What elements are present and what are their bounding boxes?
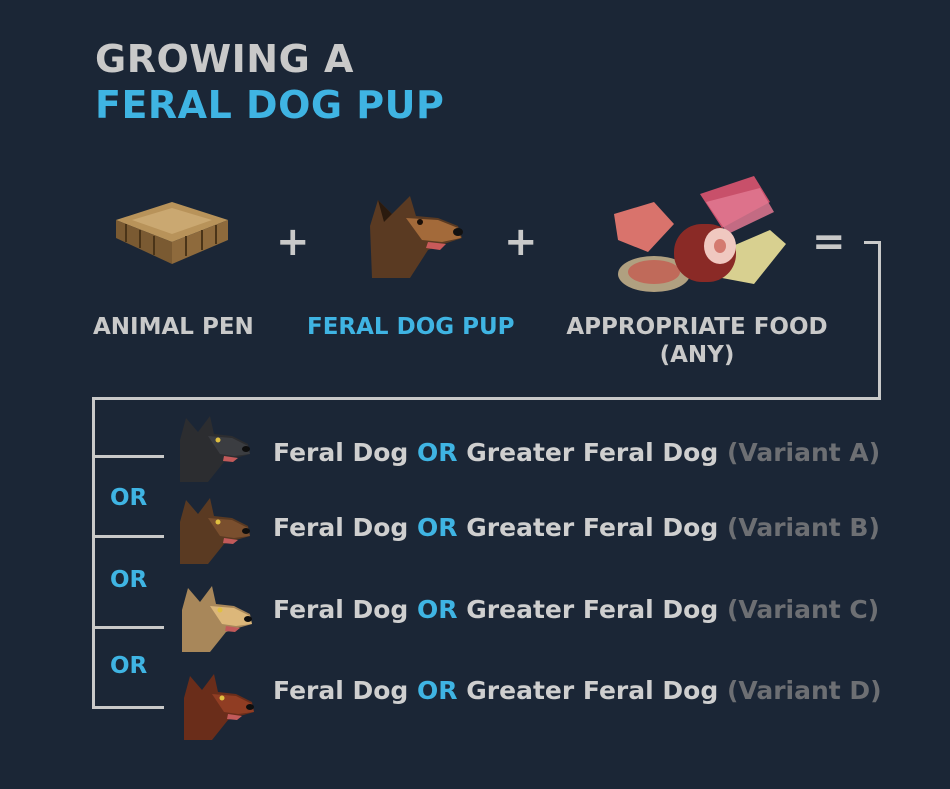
- branch-line: [92, 535, 164, 538]
- branch-line: [92, 626, 164, 629]
- animal-pen-icon: [112, 198, 230, 270]
- dog-variant-d-icon: [182, 674, 256, 740]
- food-label-line-1: APPROPRIATE FOOD: [566, 314, 828, 340]
- result-name: Feral Dog: [273, 513, 409, 542]
- result-variant: (Variant B): [726, 513, 880, 542]
- or-label: OR: [110, 485, 148, 511]
- ingredient-label-feral-dog-pup: FERAL DOG PUP: [307, 314, 515, 340]
- branch-line: [92, 455, 164, 458]
- meat-food-icon: [604, 174, 788, 298]
- result-or: OR: [417, 676, 458, 705]
- result-greater: Greater Feral Dog: [466, 438, 719, 467]
- bracket-line: [878, 241, 881, 399]
- result-name: Feral Dog: [273, 676, 409, 705]
- or-label: OR: [110, 653, 148, 679]
- result-name: Feral Dog: [273, 595, 409, 624]
- dog-variant-a-icon: [178, 416, 252, 482]
- page-title: GROWING A FERAL DOG PUP: [95, 36, 444, 128]
- result-row: Feral Dog OR Greater Feral Dog (Variant …: [273, 595, 879, 624]
- ingredient-label-food: APPROPRIATE FOOD (ANY): [556, 313, 838, 369]
- result-greater: Greater Feral Dog: [466, 595, 719, 624]
- result-row: Feral Dog OR Greater Feral Dog (Variant …: [273, 676, 882, 705]
- result-row: Feral Dog OR Greater Feral Dog (Variant …: [273, 513, 880, 542]
- result-or: OR: [417, 438, 458, 467]
- result-variant: (Variant D): [726, 676, 882, 705]
- ingredient-label-animal-pen: ANIMAL PEN: [93, 314, 254, 340]
- dog-variant-b-icon: [178, 498, 252, 564]
- result-name: Feral Dog: [273, 438, 409, 467]
- or-label: OR: [110, 567, 148, 593]
- plus-sign: +: [504, 219, 538, 265]
- result-or: OR: [417, 513, 458, 542]
- result-greater: Greater Feral Dog: [466, 513, 719, 542]
- equals-sign: =: [812, 219, 846, 265]
- plus-sign: +: [276, 219, 310, 265]
- result-greater: Greater Feral Dog: [466, 676, 719, 705]
- bracket-line: [864, 241, 881, 244]
- bracket-line: [92, 397, 881, 400]
- feral-dog-pup-icon: [366, 192, 466, 278]
- result-variant: (Variant A): [726, 438, 881, 467]
- dog-variant-c-icon: [180, 586, 254, 652]
- food-label-line-2: (ANY): [659, 342, 735, 368]
- result-variant: (Variant C): [726, 595, 880, 624]
- title-line-1: GROWING A: [95, 37, 354, 81]
- title-line-2: FERAL DOG PUP: [95, 83, 445, 127]
- result-row: Feral Dog OR Greater Feral Dog (Variant …: [273, 438, 880, 467]
- bracket-line: [92, 397, 95, 709]
- branch-line: [92, 706, 164, 709]
- result-or: OR: [417, 595, 458, 624]
